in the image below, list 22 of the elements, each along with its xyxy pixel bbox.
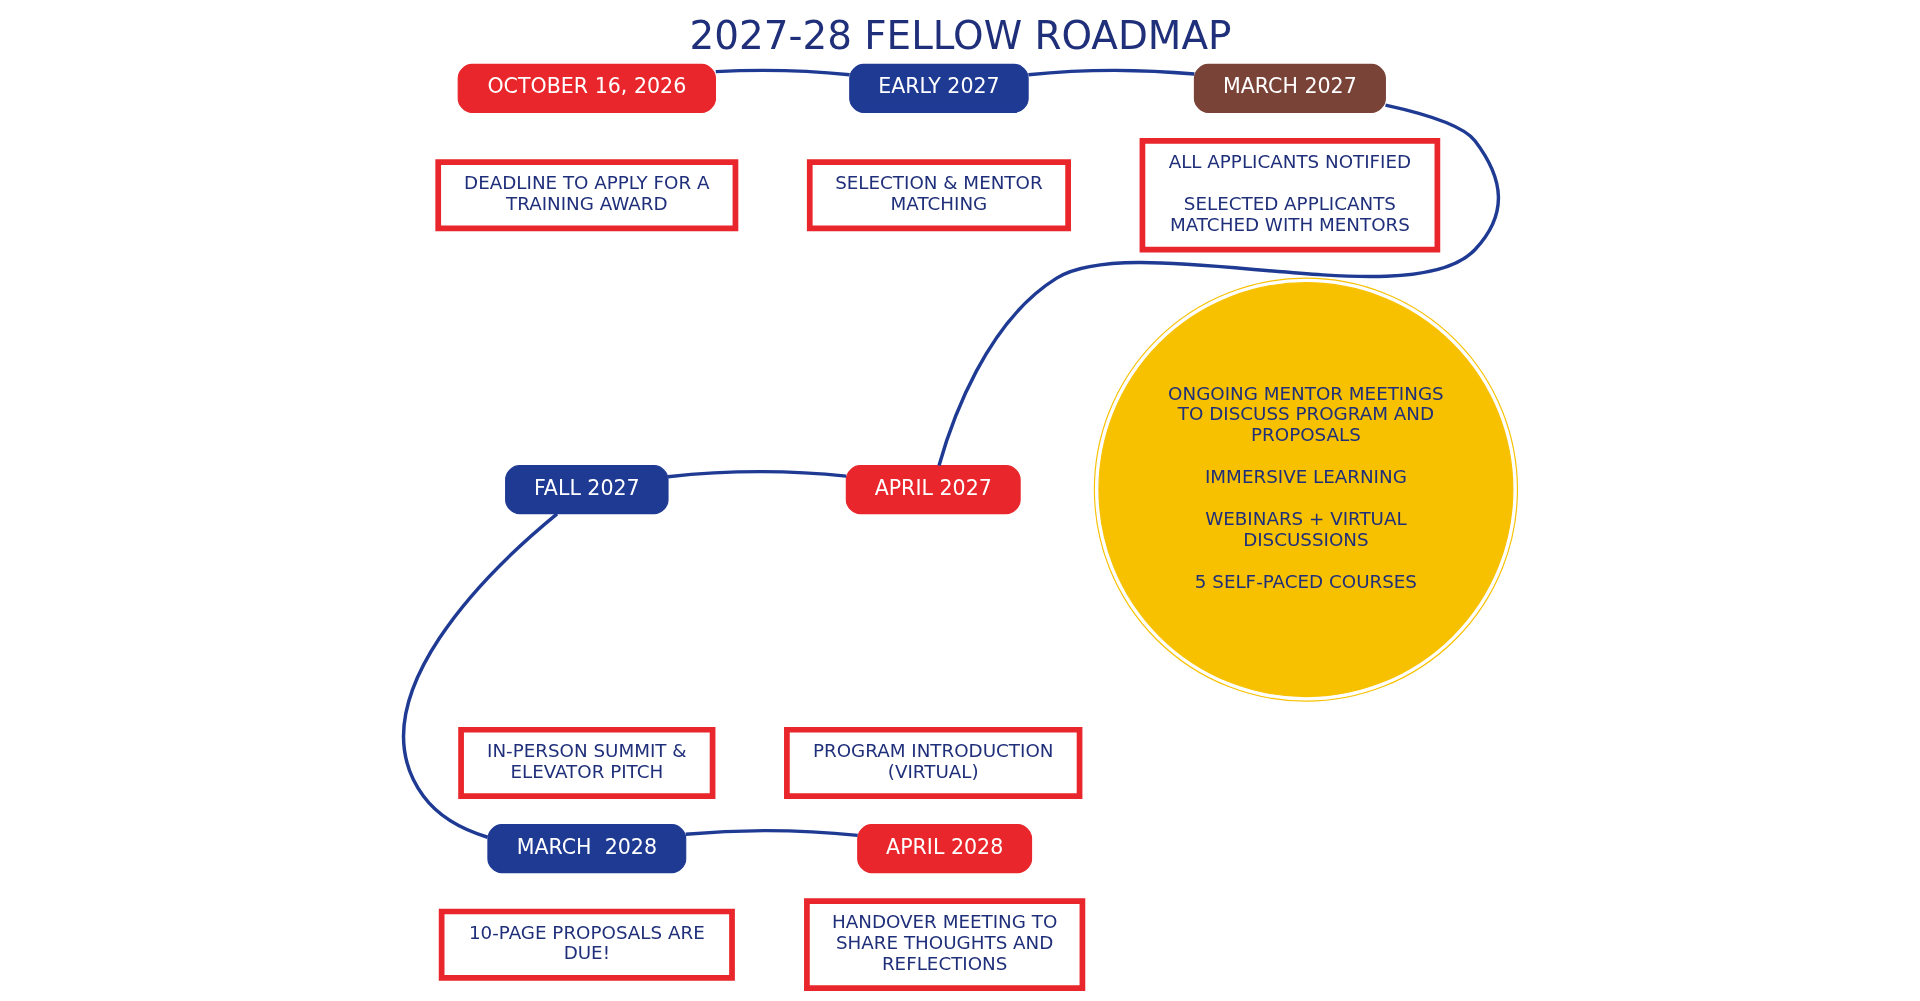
node-circle: ONGOING MENTOR MEETINGS TO DISCUSS PROGRAM AND PROPOSALS IMMERSIVE LEARNING WEBINARS + VIRTUAL DISCUSSIONS 5 SELF-PACED COURSES	[1093, 277, 1518, 702]
node-box: PROGRAM INTRODUCTION (VIRTUAL)	[783, 726, 1082, 799]
connector	[667, 469, 846, 479]
node-box: ALL APPLICANTS NOTIFIED SELECTED APPLICANTS MATCHED WITH MENTORS	[1139, 138, 1440, 253]
node-box: 10-PAGE PROPOSALS ARE DUE!	[438, 908, 735, 981]
node-box: IN-PERSON SUMMIT & ELEVATOR PITCH	[457, 726, 715, 799]
node-box: MARCH 2028	[486, 824, 686, 874]
node-box: HANDOVER MEETING TO SHARE THOUGHTS AND REFLECTIONS	[803, 898, 1085, 991]
node-box: EARLY 2027	[848, 63, 1029, 113]
connector	[1027, 68, 1195, 77]
node-box: FALL 2027	[504, 465, 669, 515]
node-box: SELECTION & MENTOR MATCHING	[806, 159, 1071, 232]
connector	[401, 512, 558, 839]
node-box: APRIL 2028	[856, 824, 1032, 874]
node-box: OCTOBER 16, 2026	[457, 63, 716, 113]
node-box: APRIL 2027	[845, 465, 1021, 515]
connector	[936, 103, 1500, 466]
connector	[715, 68, 850, 77]
diagram-title: 2027-28 FELLOW ROADMAP	[689, 12, 1231, 58]
node-box: DEADLINE TO APPLY FOR A TRAINING AWARD	[434, 159, 738, 232]
node-box: MARCH 2027	[1193, 63, 1386, 113]
connector	[685, 828, 858, 838]
